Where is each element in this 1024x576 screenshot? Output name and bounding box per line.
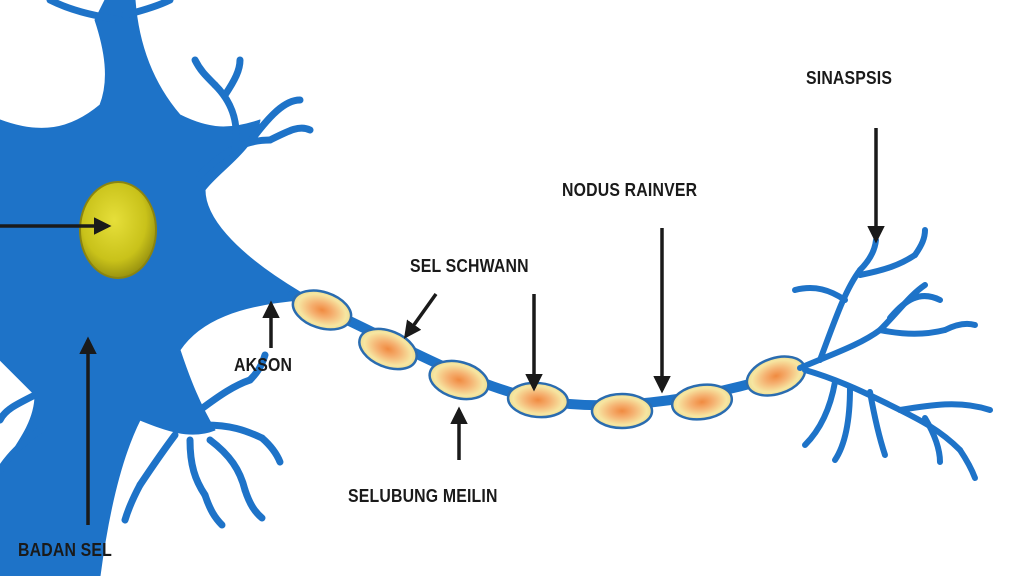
myelin-segment — [745, 355, 807, 397]
myelin-segment — [358, 327, 418, 371]
label-nodus-rainver: NODUS RAINVER — [562, 180, 698, 200]
myelin-sheath — [291, 289, 807, 430]
label-sinaspsis: SINASPSIS — [806, 68, 893, 88]
axon-terminal — [792, 227, 993, 481]
myelin-segment — [590, 392, 654, 430]
label-sel-schwann: SEL SCHWANN — [410, 256, 529, 276]
myelin-segment — [506, 381, 570, 419]
nucleus — [79, 181, 157, 279]
label-badan-sel: BADAN SEL — [18, 540, 112, 560]
cell-body — [0, 0, 314, 576]
myelin-segment — [428, 359, 490, 401]
label-arrows — [0, 128, 885, 525]
label-selubung-meilin: SELUBUNG MEILIN — [348, 486, 498, 506]
myelin-segment — [670, 383, 734, 421]
label-akson: AKSON — [234, 355, 293, 375]
myelin-segment — [291, 289, 353, 331]
arrow-sel-schwann — [403, 292, 438, 339]
